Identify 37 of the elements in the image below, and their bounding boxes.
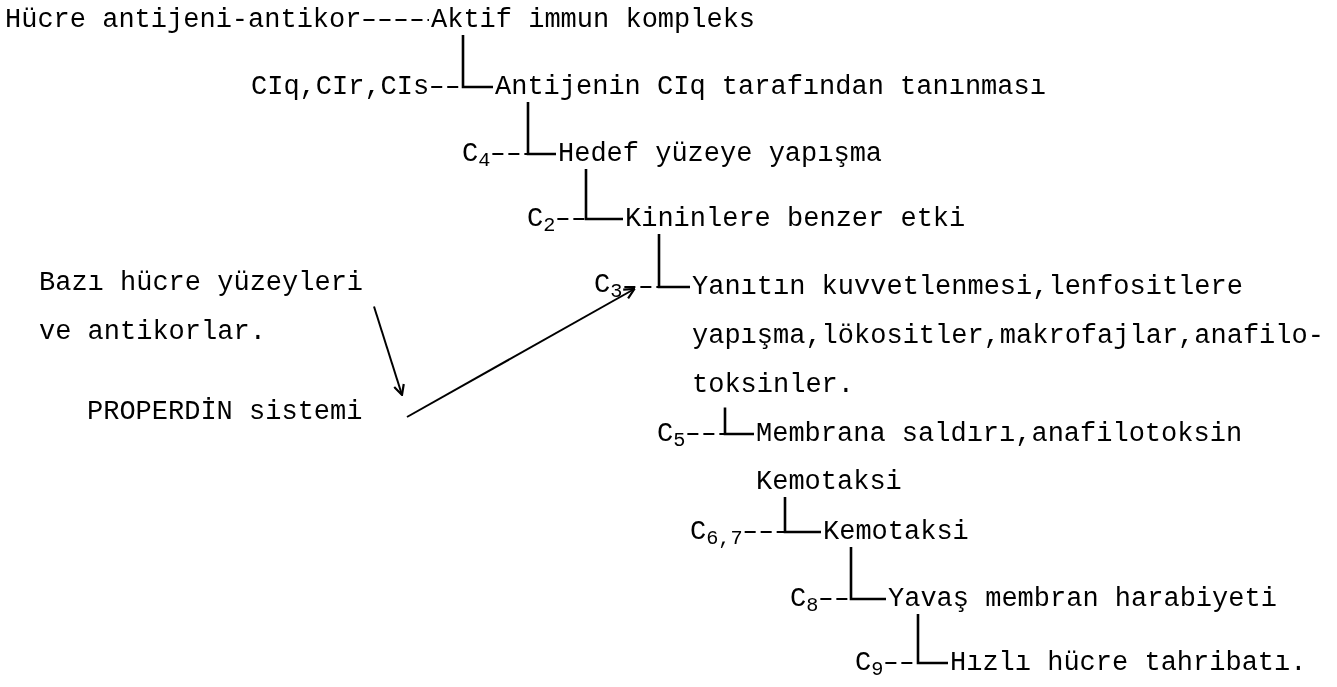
effect-text: Membrana saldırı,anafilotoksin	[756, 417, 1243, 451]
component-label: C$_{2}$	[527, 202, 556, 236]
connector-line	[849, 547, 886, 601]
effect-text: Antijenin CIq tarafından tanınması	[495, 70, 1046, 104]
dashed-connector	[743, 531, 822, 533]
dashed-connector	[362, 19, 430, 21]
effect-text: Hedef yüzeye yapışma	[558, 137, 883, 171]
component-label: C$_{9}$	[855, 646, 884, 680]
arrow	[406, 287, 636, 418]
effect-text: Kemotaksi	[823, 515, 969, 549]
component-label: C$_{6,7}$	[690, 515, 743, 549]
component-label: CIq,CIr,CIs	[251, 70, 430, 104]
connector-line	[723, 407, 754, 436]
component-label: C$_{4}$	[462, 137, 491, 171]
component-label: C$_{3}$	[594, 268, 623, 302]
component-label: C$_{5}$	[657, 417, 686, 451]
connector-line	[584, 169, 623, 221]
connector-line	[461, 35, 493, 89]
connector-line	[783, 497, 821, 534]
effect-text: Yavaş membran harabiyeti	[888, 582, 1277, 616]
connector-line	[526, 102, 556, 156]
effect-text: Kininlere benzer etki	[625, 202, 966, 236]
effect-text: Kemotaksi	[756, 465, 902, 499]
arrow	[373, 305, 405, 397]
note-text: PROPERDİN sistemi	[87, 395, 407, 429]
dashed-connector	[819, 598, 887, 600]
dashed-connector	[623, 286, 691, 288]
dashed-connector	[686, 433, 755, 435]
connector-line	[657, 234, 690, 289]
note-text: Bazı hücre yüzeyleri ve antikorlar.	[39, 258, 374, 357]
effect-text: Hücre antijeni-antikor	[5, 3, 362, 37]
connector-line	[916, 614, 948, 665]
component-label: C$_{8}$	[790, 582, 819, 616]
effect-text: Yanıtın kuvvetlenmesi,lenfositlere yapışma,lökositler,makrofajlar,anafilo-toksinler.	[692, 262, 1332, 410]
effect-text: Aktif immun kompleks	[431, 3, 756, 37]
dashed-connector	[556, 218, 624, 220]
effect-text: Hızlı hücre tahribatı.	[950, 646, 1307, 680]
